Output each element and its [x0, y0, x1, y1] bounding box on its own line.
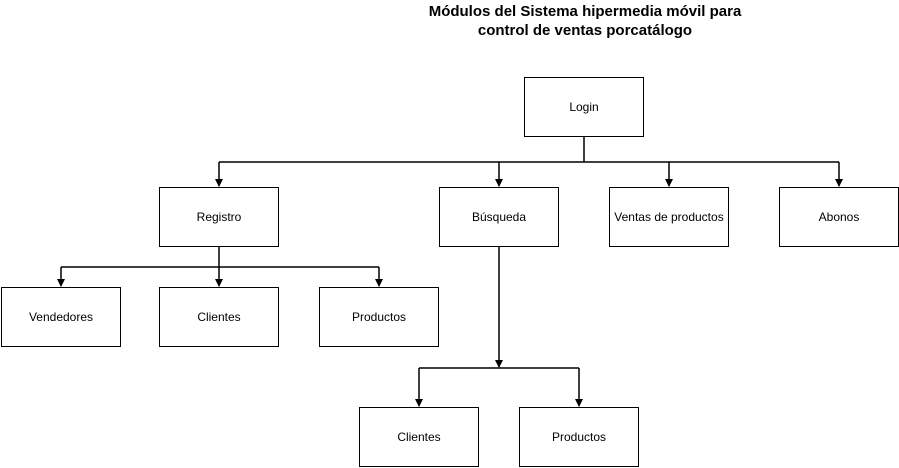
- node-clientes-busqueda-label: Clientes: [397, 430, 441, 444]
- node-vendedores: Vendedores: [1, 287, 121, 347]
- node-login: Login: [524, 77, 644, 137]
- node-clientes-registro: Clientes: [159, 287, 279, 347]
- node-vendedores-label: Vendedores: [28, 310, 94, 324]
- node-productos-busqueda: Productos: [519, 407, 639, 467]
- node-productos-registro-label: Productos: [351, 310, 407, 324]
- diagram-title-line-1: Módulos del Sistema hipermedia móvil par…: [428, 3, 742, 20]
- node-abonos-label: Abonos: [818, 210, 860, 224]
- diagram-title-line-2: control de ventas porcatálogo: [477, 22, 693, 39]
- registro-connectors: [57, 247, 383, 287]
- login-connectors: [215, 137, 843, 187]
- node-busqueda: Búsqueda: [439, 187, 559, 247]
- busqueda-connectors: [415, 247, 583, 407]
- node-productos-busqueda-label: Productos: [551, 430, 607, 444]
- node-ventas-de-productos: Ventas de productos: [609, 187, 729, 247]
- node-ventas-label: Ventas de productos: [614, 210, 724, 224]
- node-productos-registro: Productos: [319, 287, 439, 347]
- node-abonos: Abonos: [779, 187, 899, 247]
- node-registro-label: Registro: [196, 210, 242, 224]
- node-busqueda-label: Búsqueda: [471, 210, 527, 224]
- node-clientes-busqueda: Clientes: [359, 407, 479, 467]
- diagram-title: Módulos del Sistema hipermedia móvil par…: [400, 2, 770, 40]
- node-login-label: Login: [569, 100, 599, 114]
- node-clientes-registro-label: Clientes: [197, 310, 241, 324]
- node-registro: Registro: [159, 187, 279, 247]
